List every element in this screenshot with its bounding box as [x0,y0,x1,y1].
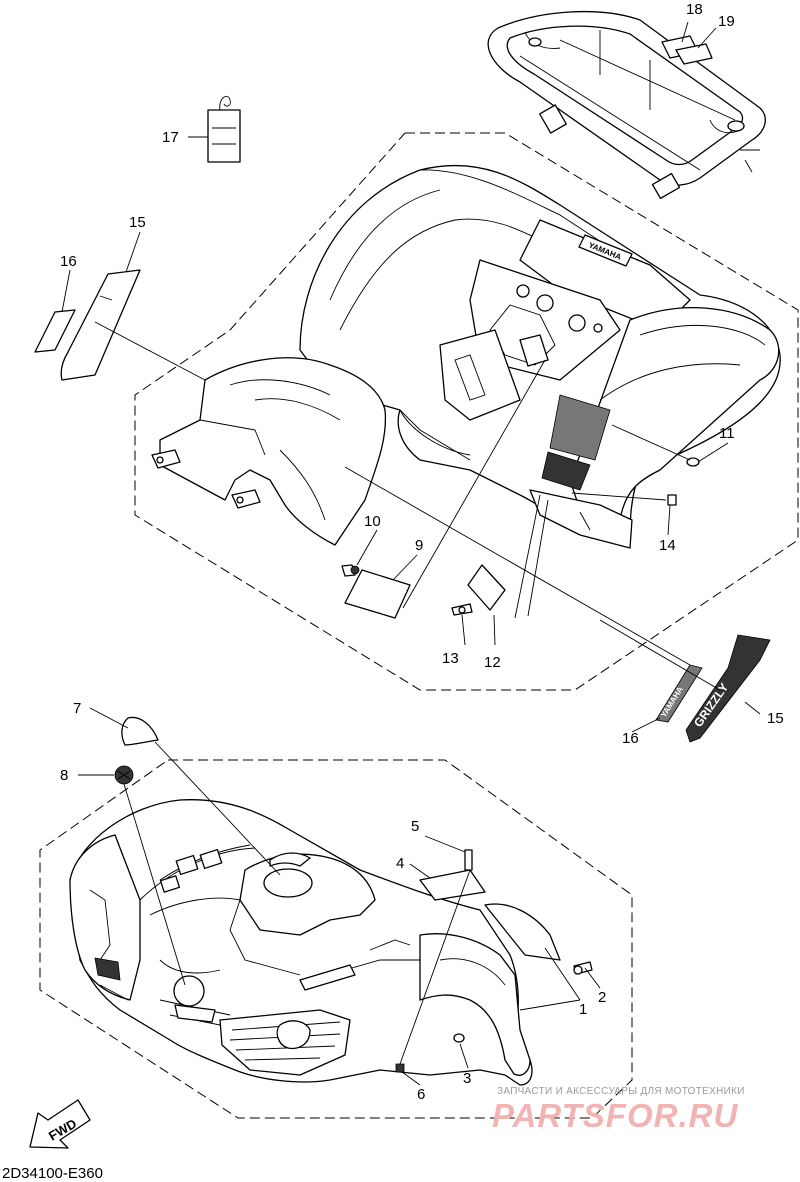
front-small-parts [114,716,159,785]
callout-14: 14 [659,537,676,554]
callout-16-right: 16 [622,730,639,747]
rear-small-parts [341,457,700,619]
callout-10: 10 [364,513,381,530]
callout-2: 2 [598,989,606,1006]
grizzly-decal-right: GRIZZLY [685,634,771,743]
callout-8: 8 [60,767,68,784]
callout-7: 7 [73,700,81,717]
callout-16-left: 16 [60,253,77,270]
callout-1: 1 [579,1001,587,1018]
callout-5: 5 [411,818,419,835]
fwd-arrow: FWD [29,1099,91,1149]
callout-17: 17 [162,129,179,146]
callout-15-left: 15 [129,214,146,231]
callout-13: 13 [442,650,459,667]
callout-3: 3 [463,1070,471,1087]
rear-fender-group-boundary [134,132,799,691]
front-fender-group-boundary [39,759,633,1119]
yamaha-decal-right: YAMAHA [655,664,703,723]
watermark-logo: PARTSFOR.RU [492,1097,739,1134]
leader-lines [61,21,761,1086]
callout-19: 19 [718,13,735,30]
callout-18: 18 [686,1,703,18]
rear-fender: YAMAHA [151,164,781,549]
callout-6: 6 [417,1086,425,1103]
front-fender [69,799,593,1086]
callout-15-right: 15 [767,710,784,727]
callout-11: 11 [719,425,735,442]
callout-numbers: 18 19 17 15 16 11 14 10 9 13 12 7 16 15 … [60,1,784,1103]
callout-4: 4 [396,855,404,872]
diagram-code: 2D34100-E360 [2,1165,103,1182]
watermark-tagline: ЗАПЧАСТИ И АКСЕССУАРЫ ДЛЯ МОТОТЕХНИКИ [497,1086,745,1097]
callout-9: 9 [415,537,423,554]
callout-12: 12 [484,654,501,671]
yamaha-decal-left [34,309,76,353]
caution-tag [207,96,241,163]
label-18-19 [661,35,713,65]
rear-carrier [487,10,766,200]
